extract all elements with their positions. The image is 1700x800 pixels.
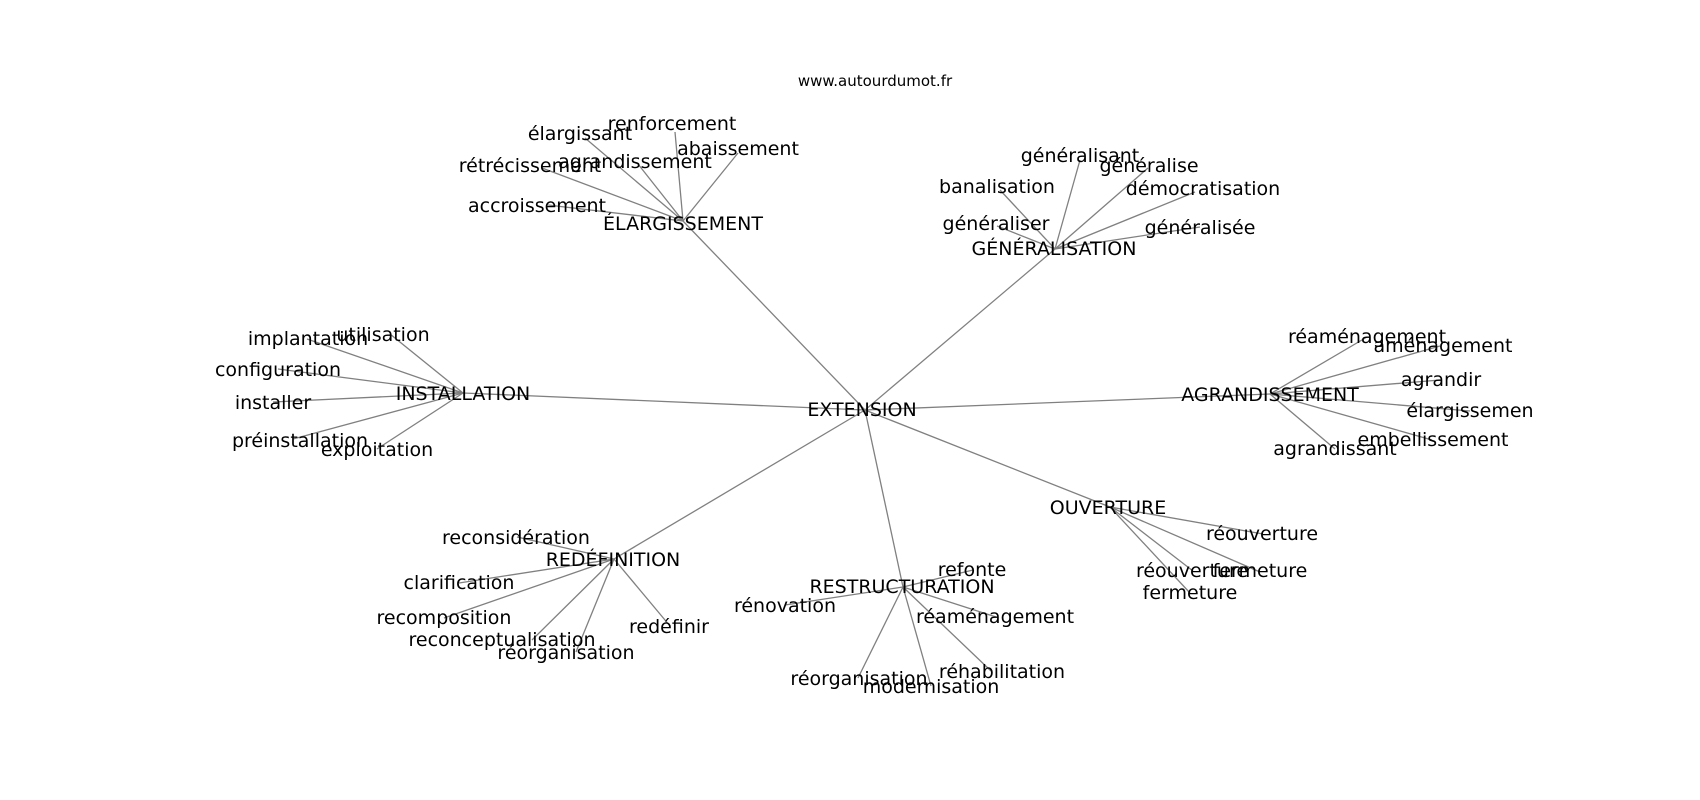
- edge-agrandissement-reamenagement: [1269, 336, 1368, 395]
- edge-elargissement-abaissement: [682, 152, 739, 222]
- edge-restructuration-reorganisation: [857, 586, 904, 679]
- edge-generalisation-generaliser: [996, 225, 1056, 250]
- word-generaliser: généraliser: [943, 213, 1050, 235]
- edge-restructuration-modernisation: [902, 586, 932, 687]
- edge-center-installation: [462, 392, 866, 411]
- word-reamenagement-2: réaménagement: [916, 606, 1074, 628]
- edge-elargissement-agrandissement: [637, 163, 684, 222]
- word-renforcement: renforcement: [608, 113, 737, 135]
- word-reouverture-2: réouverture: [1136, 560, 1248, 582]
- edge-agrandissement-embellissement: [1269, 393, 1433, 441]
- word-installer: installer: [235, 392, 312, 414]
- edge-ouverture-fermeture-2: [1109, 506, 1191, 594]
- labels: EXTENSION ÉLARGISSEMENT renforcement éla…: [215, 113, 1534, 698]
- edge-elargissement-renforcement: [674, 131, 684, 222]
- word-reorganisation: réorganisation: [497, 642, 634, 664]
- edge-redefinition-reconceptualisation: [531, 558, 615, 641]
- edge-redefinition-reorganisation: [575, 558, 615, 653]
- edge-restructuration-refonte: [902, 569, 974, 588]
- word-generalise: généralise: [1099, 155, 1198, 177]
- word-banalisation: banalisation: [939, 176, 1055, 198]
- edge-installation-preinstallation: [292, 392, 464, 440]
- edge-elargissement-accroissement: [547, 204, 684, 222]
- word-democratisation: démocratisation: [1126, 178, 1280, 200]
- word-redefinir: redéfinir: [629, 616, 709, 638]
- word-preinstallation: préinstallation: [232, 430, 368, 452]
- edge-redefinition-recomposition: [443, 558, 615, 619]
- word-exploitation: exploitation: [321, 439, 433, 461]
- word-fermeture-1: fermeture: [1213, 560, 1308, 582]
- hub-redefinition: REDÉFINITION: [546, 548, 681, 571]
- word-reouverture-1: réouverture: [1206, 523, 1318, 545]
- edge-installation-exploitation: [376, 392, 464, 450]
- hub-installation: INSTALLATION: [396, 383, 531, 405]
- hub-generalisation: GÉNÉRALISATION: [972, 237, 1137, 260]
- edge-agrandissement-elargissemen: [1269, 393, 1471, 412]
- edge-elargissement-elargissant: [584, 137, 684, 222]
- word-reconsideration: reconsidération: [442, 527, 590, 549]
- edge-generalisation-banalisation: [999, 189, 1056, 250]
- edge-generalisation-generalise: [1054, 167, 1149, 250]
- edges: [272, 131, 1471, 687]
- edge-generalisation-democratisation: [1054, 191, 1196, 250]
- word-reamenagement: réaménagement: [1288, 326, 1446, 348]
- source-watermark: www.autourdumot.fr: [797, 72, 953, 90]
- word-amenagement: aménagement: [1374, 335, 1513, 357]
- edge-center-elargissement: [682, 220, 866, 411]
- edge-center-redefinition: [613, 409, 866, 560]
- word-elargissant: élargissant: [528, 123, 632, 145]
- word-generalisee: généralisée: [1145, 217, 1256, 239]
- word-implantation: implantation: [248, 328, 368, 350]
- word-abaissement: abaissement: [677, 138, 799, 160]
- edge-ouverture-reouverture-1: [1109, 506, 1264, 535]
- word-accroissement: accroissement: [468, 195, 606, 217]
- edge-ouverture-fermeture-1: [1109, 506, 1261, 573]
- hub-restructuration: RESTRUCTURATION: [809, 576, 994, 598]
- edge-redefinition-reconsideration: [516, 536, 615, 560]
- edge-redefinition-redefinir: [613, 558, 671, 627]
- word-rehabilitation: réhabilitation: [939, 661, 1065, 683]
- word-agrandissant: agrandissant: [1273, 438, 1396, 460]
- edge-restructuration-renovation: [784, 586, 904, 606]
- word-reconceptualisation: reconceptualisation: [408, 629, 595, 651]
- edge-redefinition-clarification: [458, 558, 615, 584]
- edge-generalisation-generalisee: [1054, 226, 1201, 250]
- edge-installation-configuration: [277, 368, 464, 394]
- word-agrandissement: agrandissement: [558, 151, 712, 173]
- edge-installation-implantation: [306, 338, 464, 394]
- word-fermeture-2: fermeture: [1143, 582, 1238, 604]
- word-renovation: rénovation: [734, 595, 836, 617]
- word-embellissement: embellissement: [1358, 429, 1509, 451]
- edge-restructuration-rehabilitation: [902, 586, 992, 672]
- edge-center-agrandissement: [864, 393, 1271, 411]
- hub-elargissement: ÉLARGISSEMENT: [603, 212, 763, 235]
- edge-center-generalisation: [864, 248, 1056, 411]
- hub-ouverture: OUVERTURE: [1050, 497, 1166, 519]
- edge-restructuration-reamenagement: [902, 586, 997, 618]
- word-refonte: refonte: [938, 559, 1007, 581]
- word-elargissemen: élargissemen: [1406, 400, 1533, 422]
- word-recomposition: recomposition: [377, 607, 512, 629]
- edge-ouverture-reouverture-2: [1109, 506, 1194, 572]
- word-modernisation: modernisation: [863, 676, 1000, 698]
- edge-agrandissement-agrandir: [1269, 379, 1441, 395]
- edge-center-restructuration: [864, 409, 904, 588]
- word-reorganisation-2: réorganisation: [790, 668, 927, 690]
- center-word: EXTENSION: [807, 399, 916, 421]
- edge-agrandissement-agrandissant: [1269, 393, 1336, 450]
- word-clarification: clarification: [404, 572, 515, 594]
- hub-agrandissement: AGRANDISSEMENT: [1181, 384, 1359, 406]
- word-configuration: configuration: [215, 359, 341, 381]
- edge-center-ouverture: [864, 409, 1111, 508]
- edge-generalisation-generalisant: [1054, 159, 1081, 250]
- edge-installation-installer: [272, 392, 464, 403]
- word-generalisant: généralisant: [1021, 145, 1140, 167]
- word-agrandir: agrandir: [1401, 369, 1482, 391]
- edge-agrandissement-amenagement: [1269, 345, 1441, 395]
- edge-elargissement-retrecissement: [541, 167, 684, 222]
- word-retrecissement: rétrécissement: [459, 155, 602, 177]
- edge-installation-utilisation: [389, 333, 464, 394]
- word-utilisation: utilisation: [336, 324, 429, 346]
